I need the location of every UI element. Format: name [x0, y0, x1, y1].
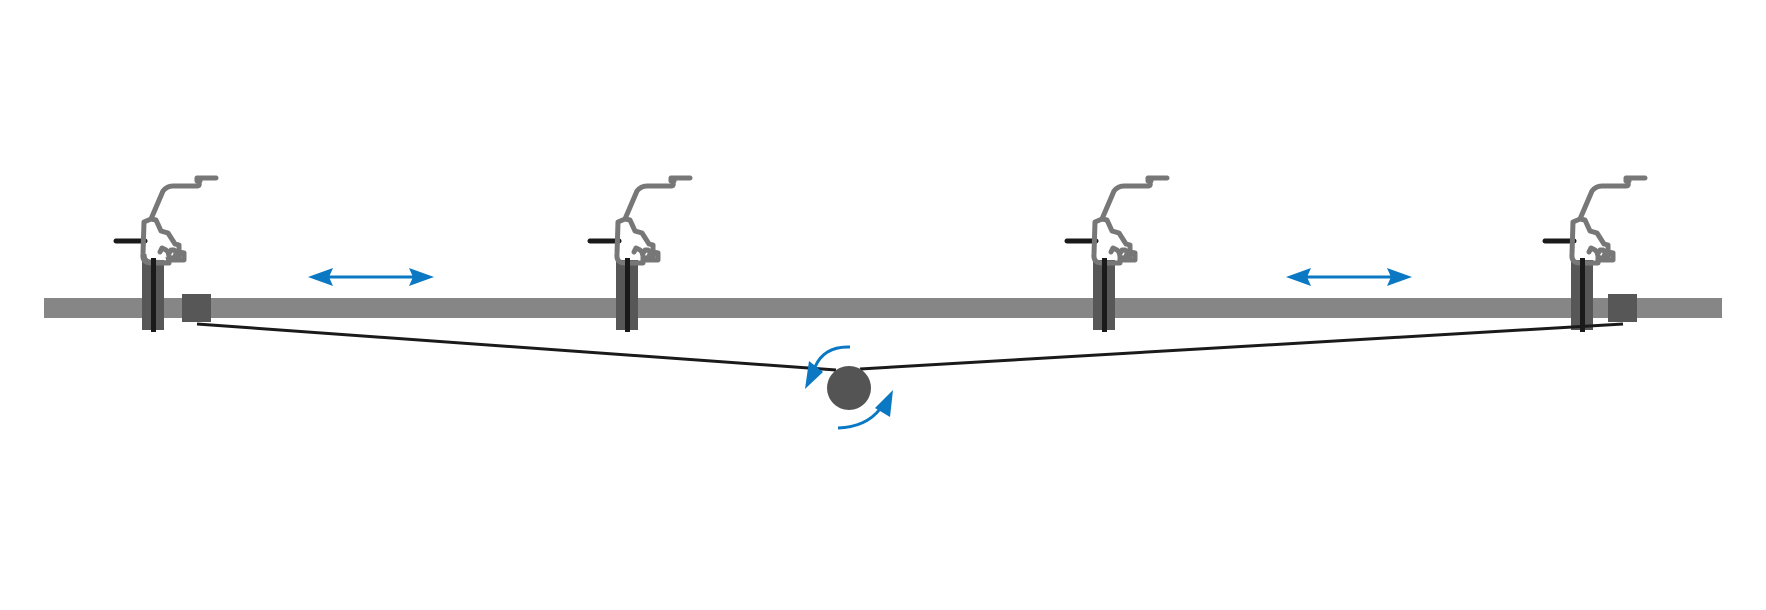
rail-bar — [44, 298, 1722, 318]
rotation-arrows-icon — [805, 345, 893, 430]
end-block-right — [1608, 294, 1637, 322]
spring-clamp-icon — [113, 175, 219, 332]
pulley-icon — [827, 366, 871, 410]
cable-left — [196, 322, 837, 372]
end-block-left — [182, 294, 211, 322]
double-headed-arrow-icon — [308, 268, 434, 286]
cable-right — [859, 322, 1624, 371]
double-headed-arrow-icon — [1286, 268, 1412, 286]
clamp-1 — [113, 175, 219, 332]
